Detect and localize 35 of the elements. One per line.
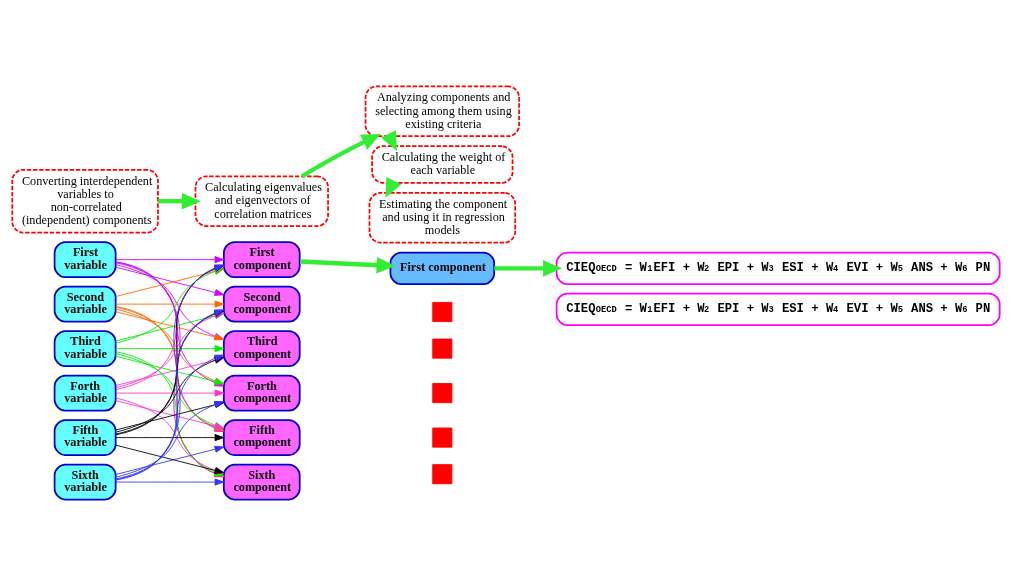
arrow bbox=[115, 345, 225, 353]
node-box: Calculating eigenvalues and eigenvectors of correlation matrices bbox=[194, 175, 329, 227]
arrow bbox=[115, 478, 225, 486]
arrow bbox=[385, 177, 402, 198]
node-box: First variable bbox=[53, 241, 117, 278]
node-box: Forth component bbox=[222, 374, 301, 412]
node-box: Second component bbox=[222, 285, 301, 323]
node-box: Fifth variable bbox=[53, 419, 117, 456]
arrow bbox=[300, 256, 396, 274]
node-box: CIEQOECD = W1EFI + W2 EPI + W3 ESI + W4 EVI + W5 ANS + W6 PN bbox=[555, 251, 1001, 285]
node-box: CIEQOECD = W1EFI + W2 EPI + W3 ESI + W4 EVI + W5 ANS + W6 PN bbox=[555, 292, 1001, 326]
arrow bbox=[381, 130, 397, 151]
arrow bbox=[494, 260, 562, 277]
node-box: Third variable bbox=[53, 330, 117, 367]
arrow bbox=[115, 389, 225, 397]
arrow bbox=[115, 256, 225, 264]
node-cross bbox=[432, 338, 453, 359]
node-cross bbox=[432, 301, 453, 322]
arrow bbox=[115, 434, 225, 442]
node-box: Third component bbox=[222, 330, 301, 367]
node-cross bbox=[432, 427, 453, 448]
node-cross bbox=[432, 464, 453, 485]
arrow bbox=[300, 133, 381, 179]
node-box: Sixth variable bbox=[53, 463, 117, 501]
arrow bbox=[115, 300, 225, 308]
node-box: Estimating the component and using it in regression models bbox=[368, 192, 517, 244]
node-box: Second variable bbox=[53, 285, 117, 323]
node-box: Fifth component bbox=[222, 419, 301, 456]
node-box: Converting interdependent variables to non-correlated (independent) components bbox=[11, 168, 159, 234]
arrow bbox=[158, 192, 201, 210]
node-cross bbox=[432, 383, 453, 404]
node-box: Sixth component bbox=[222, 463, 301, 501]
node-box: Forth variable bbox=[53, 374, 117, 412]
node-box: First component bbox=[389, 251, 496, 285]
node-box: First component bbox=[222, 241, 301, 278]
